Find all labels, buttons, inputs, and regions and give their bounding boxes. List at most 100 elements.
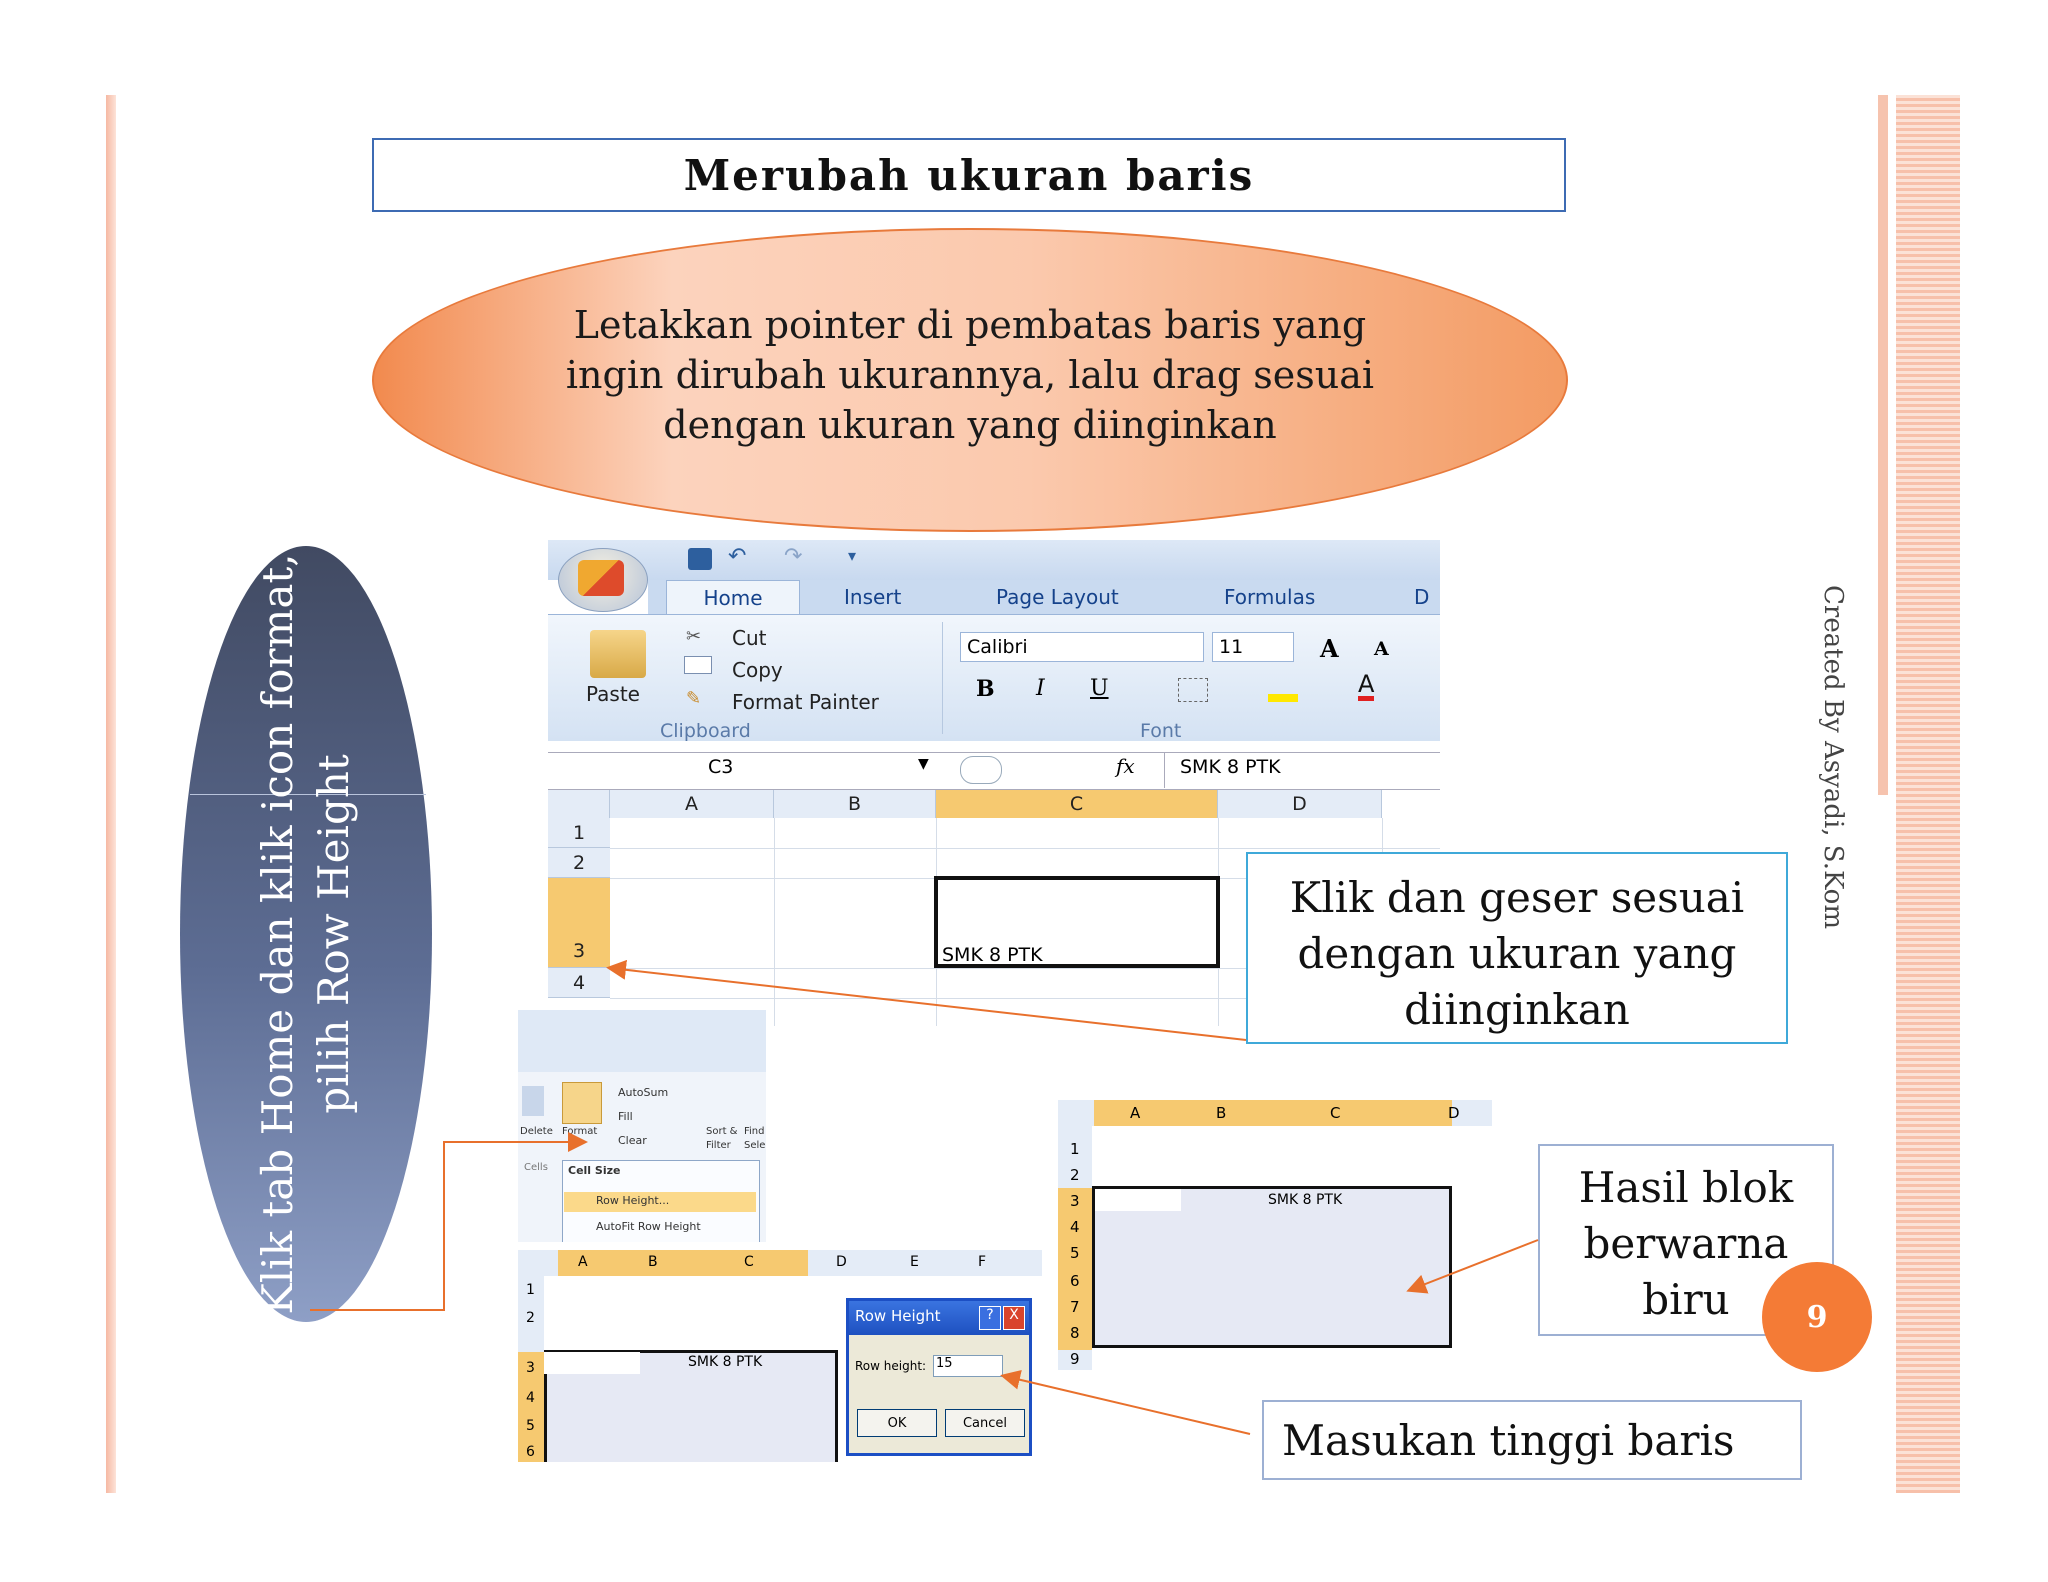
name-box-dropdown-icon[interactable]: ▼ <box>918 756 929 772</box>
delete-icon[interactable] <box>522 1086 544 1116</box>
tab-insert[interactable]: Insert <box>844 585 902 609</box>
column-header-c[interactable]: C <box>1330 1104 1341 1122</box>
row-header-6[interactable]: 6 <box>1070 1272 1080 1290</box>
customize-qat-icon[interactable]: ▾ <box>848 546 857 565</box>
active-cell <box>1095 1189 1181 1211</box>
format-painter-button[interactable]: Format Painter <box>732 690 879 714</box>
cell-c3-value: SMK 8 PTK <box>1268 1192 1343 1208</box>
borders-icon[interactable] <box>1178 678 1208 702</box>
row-header-2[interactable]: 2 <box>548 848 610 878</box>
row-header-4[interactable]: 4 <box>1070 1218 1080 1236</box>
excel-result-screenshot: A B C D 1 2 3 4 5 6 7 8 9 SMK 8 PTK <box>1058 1100 1492 1370</box>
select-all-corner[interactable] <box>548 790 610 818</box>
column-header-a[interactable]: A <box>1130 1104 1141 1122</box>
bold-button[interactable]: B <box>976 676 995 702</box>
row-header-3[interactable]: 3 <box>526 1360 535 1376</box>
row-header-7[interactable]: 7 <box>1070 1298 1080 1316</box>
paste-icon[interactable] <box>590 630 646 678</box>
autosum-button[interactable]: AutoSum <box>618 1086 669 1099</box>
row-header-6[interactable]: 6 <box>526 1444 535 1460</box>
column-header-a[interactable]: A <box>610 790 774 818</box>
selected-range[interactable] <box>1092 1186 1452 1348</box>
grow-font-button[interactable]: A <box>1320 634 1339 663</box>
redo-icon[interactable]: ↷ <box>784 544 803 569</box>
column-header-b[interactable]: B <box>648 1254 658 1270</box>
formula-input[interactable]: SMK 8 PTK <box>1180 756 1281 778</box>
format-label[interactable]: Format <box>562 1126 598 1137</box>
sort-label[interactable]: Sort & <box>706 1126 738 1137</box>
column-header-d[interactable]: D <box>1218 790 1382 818</box>
column-header-c[interactable]: C <box>744 1254 754 1270</box>
formula-bar-expand-icon[interactable] <box>960 756 1002 784</box>
clear-button[interactable]: Clear <box>618 1134 647 1147</box>
row-header-1[interactable]: 1 <box>1070 1140 1080 1158</box>
excel-format-menu-screenshot: Delete Format Cells AutoSum Fill Clear S… <box>518 1010 766 1242</box>
row-header-4[interactable]: 4 <box>548 968 610 998</box>
selected-rows-highlight <box>518 1352 544 1462</box>
row-header-8[interactable]: 8 <box>1070 1324 1080 1342</box>
tab-home[interactable]: Home <box>666 580 800 614</box>
row-header-3[interactable]: 3 <box>548 878 610 968</box>
row-header-1[interactable]: 1 <box>526 1282 535 1298</box>
filter-label[interactable]: Filter <box>706 1140 731 1151</box>
column-header-b[interactable]: B <box>1216 1104 1227 1122</box>
format-icon[interactable] <box>562 1082 602 1124</box>
formula-separator <box>1164 752 1165 788</box>
tab-page-layout[interactable]: Page Layout <box>996 585 1119 609</box>
row-header-4[interactable]: 4 <box>526 1390 535 1406</box>
tab-formulas[interactable]: Formulas <box>1224 585 1316 609</box>
shrink-font-button[interactable]: A <box>1374 638 1389 660</box>
column-header-e[interactable]: E <box>910 1254 919 1270</box>
copy-icon[interactable] <box>684 656 712 674</box>
italic-button[interactable]: I <box>1036 676 1045 701</box>
copy-button[interactable]: Copy <box>732 658 783 682</box>
column-header-d[interactable]: D <box>836 1254 847 1270</box>
cut-button[interactable]: Cut <box>732 626 767 650</box>
cut-icon[interactable]: ✂ <box>686 626 702 647</box>
row-header-2[interactable]: 2 <box>1070 1166 1080 1184</box>
column-header-d[interactable]: D <box>1448 1104 1460 1122</box>
column-header-a[interactable]: A <box>578 1254 588 1270</box>
selected-cell-c3[interactable] <box>934 876 1220 968</box>
font-color-icon[interactable]: A <box>1358 672 1375 701</box>
find-label[interactable]: Find <box>744 1126 765 1137</box>
row-header-1[interactable]: 1 <box>548 818 610 848</box>
underline-button[interactable]: U <box>1090 676 1109 701</box>
row-header-9[interactable]: 9 <box>1070 1350 1080 1368</box>
undo-icon[interactable]: ↶ <box>728 544 747 569</box>
slide-title: Merubah ukuran baris <box>372 138 1566 212</box>
paste-button[interactable]: Paste <box>586 682 640 706</box>
fill-button[interactable]: Fill <box>618 1110 633 1123</box>
fx-icon[interactable]: fx <box>1116 754 1135 778</box>
font-name-box[interactable]: Calibri <box>960 632 1204 662</box>
active-cell <box>544 1352 640 1374</box>
help-button[interactable]: ? <box>979 1306 1001 1330</box>
column-header-f[interactable]: F <box>978 1254 987 1270</box>
row-header-3[interactable]: 3 <box>1070 1192 1080 1210</box>
cancel-button[interactable]: Cancel <box>945 1409 1025 1437</box>
font-size-box[interactable]: 11 <box>1212 632 1294 662</box>
row-header-2[interactable]: 2 <box>526 1310 535 1326</box>
name-box[interactable]: C3 <box>708 756 734 778</box>
row-header-5[interactable]: 5 <box>526 1418 535 1434</box>
office-logo-icon <box>578 560 624 596</box>
close-button[interactable]: X <box>1003 1306 1025 1330</box>
fill-color-icon[interactable] <box>1268 676 1298 702</box>
row-height-input[interactable]: 15 <box>933 1355 1003 1377</box>
font-group-label: Font <box>1140 720 1182 742</box>
row-height-menu-item[interactable]: Row Height... <box>596 1194 670 1207</box>
page-number-badge: 9 <box>1762 1262 1872 1372</box>
row-height-dialog: Row Height ? X Row height: 15 OK Cancel <box>846 1298 1032 1456</box>
row-header-5[interactable]: 5 <box>1070 1244 1080 1262</box>
save-icon[interactable] <box>688 548 712 570</box>
select-label[interactable]: Selec <box>744 1140 766 1151</box>
tab-data[interactable]: D <box>1414 585 1430 609</box>
credit-text: Created By Asyadi, S.Kom <box>1818 585 1848 929</box>
column-header-b[interactable]: B <box>774 790 936 818</box>
delete-label[interactable]: Delete <box>520 1126 553 1137</box>
format-painter-icon[interactable]: ✎ <box>686 688 702 709</box>
autofit-row-height-menu-item[interactable]: AutoFit Row Height <box>596 1220 701 1233</box>
selected-columns-highlight <box>558 1250 808 1276</box>
column-header-c[interactable]: C <box>936 790 1218 818</box>
ok-button[interactable]: OK <box>857 1409 937 1437</box>
